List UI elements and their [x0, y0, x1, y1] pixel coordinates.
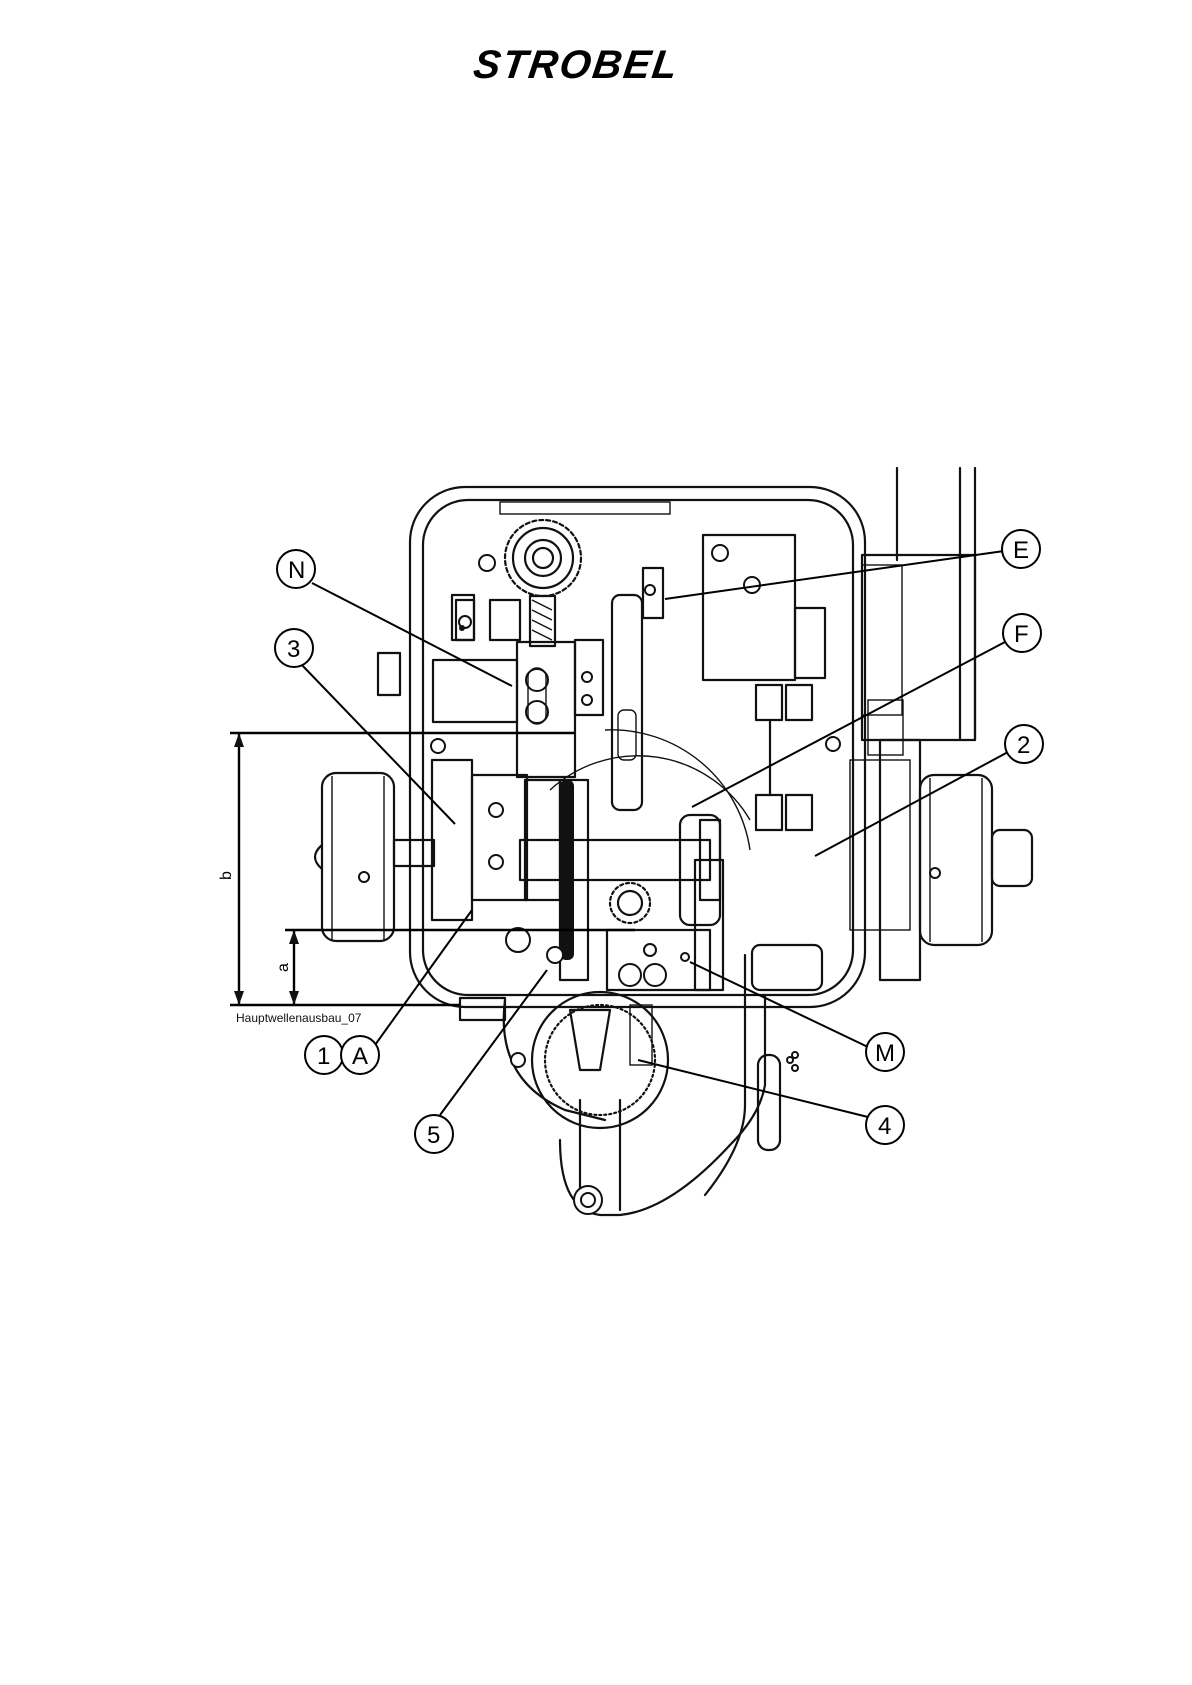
svg-text:1: 1 — [317, 1043, 330, 1070]
callout-1-A: 1 A — [305, 910, 472, 1074]
svg-text:F: F — [1014, 621, 1029, 648]
svg-text:N: N — [288, 557, 305, 584]
svg-text:M: M — [875, 1040, 895, 1067]
dimension-b: b — [218, 733, 575, 1005]
machine-housing — [410, 468, 975, 1007]
dimension-a-label: a — [275, 963, 292, 972]
drawing-caption: Hauptwellenausbau_07 — [236, 1011, 362, 1025]
left-handwheel — [315, 773, 434, 941]
svg-text:E: E — [1013, 537, 1029, 564]
callout-3: 3 — [275, 629, 455, 824]
strobel-logo: STROBEL — [471, 42, 682, 87]
svg-text:A: A — [352, 1043, 368, 1070]
callout-4: 4 — [638, 1060, 904, 1144]
svg-text:4: 4 — [878, 1113, 891, 1140]
central-mechanism — [378, 535, 840, 990]
dimension-b-label: b — [218, 871, 235, 880]
svg-text:5: 5 — [427, 1122, 440, 1149]
lower-mechanism — [460, 945, 822, 1215]
helical-shaft — [530, 596, 555, 646]
svg-text:3: 3 — [287, 636, 300, 663]
callout-2: 2 — [815, 725, 1043, 856]
callout-F: F — [692, 614, 1041, 807]
right-handwheel — [920, 775, 1032, 945]
svg-text:2: 2 — [1017, 732, 1030, 759]
top-gear — [479, 520, 581, 596]
callout-N: N — [277, 550, 512, 686]
